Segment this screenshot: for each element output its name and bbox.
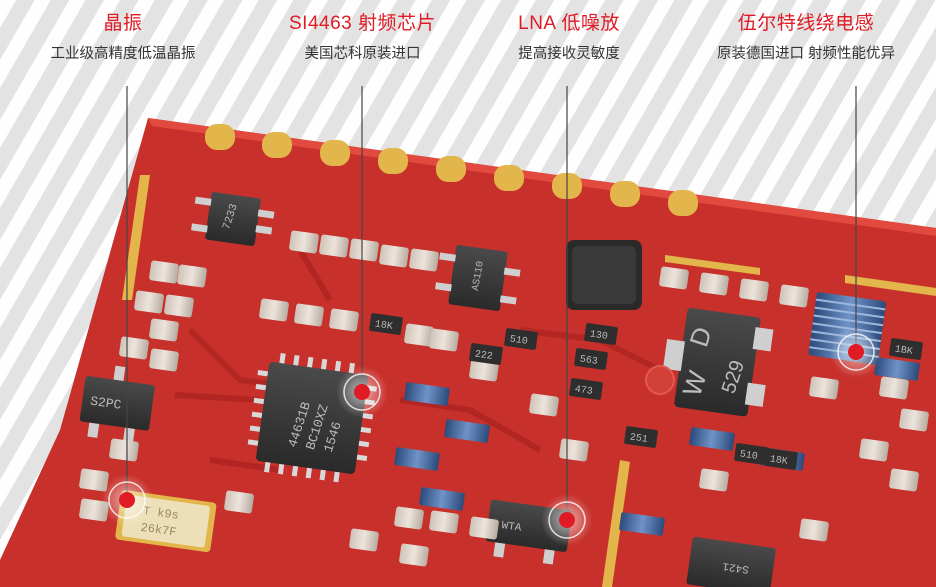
sot-s421-marking: S421 — [722, 559, 750, 575]
sot-s2pc: S2PC — [79, 365, 155, 443]
capacitor — [177, 264, 207, 288]
mounting-pad — [645, 365, 675, 395]
capacitor — [899, 408, 929, 432]
callout-subtitle-lna: 提高接收灵敏度 — [518, 46, 620, 62]
capacitor — [559, 438, 589, 462]
sot-as110: AS110 — [435, 245, 521, 311]
capacitor — [799, 518, 829, 542]
resistor: 130 — [584, 323, 618, 345]
capacitor — [379, 244, 409, 268]
marker-wurth — [830, 326, 882, 378]
capacitor — [319, 234, 349, 258]
callout-title-crystal: 晶振 — [103, 13, 143, 34]
resistor-marking: 251 — [629, 432, 648, 445]
capacitor — [779, 284, 809, 308]
callout-title-wurth-inductor: 伍尔特线绕电感 — [737, 13, 875, 34]
resistor-marking: 18K — [769, 454, 788, 467]
capacitor — [119, 336, 149, 360]
capacitor — [289, 230, 319, 254]
resistor-marking: 1BK — [894, 344, 913, 357]
resistor: 510 — [734, 443, 768, 465]
callout-subtitle-crystal: 工业级高精度低温晶振 — [50, 46, 196, 62]
capacitor — [409, 248, 439, 272]
resistor: 510 — [504, 328, 538, 350]
callout-subtitle-wurth-inductor: 原装德国进口 射频性能优异 — [716, 46, 896, 62]
rf-inductor — [874, 357, 920, 381]
marker-lna — [541, 494, 593, 546]
resistor: 222 — [469, 343, 503, 365]
resistor: 473 — [569, 378, 603, 400]
capacitor — [469, 358, 499, 382]
wd-ic: W D 529 — [662, 308, 774, 417]
capacitor — [149, 260, 179, 284]
resistor: 18K — [369, 313, 403, 335]
capacitor — [809, 376, 839, 400]
capacitor — [529, 393, 559, 417]
traces — [174, 248, 662, 473]
crystal-line-2: 26k7F — [140, 521, 178, 540]
capacitor — [79, 468, 109, 492]
rf-inductor — [619, 512, 665, 536]
capacitor — [294, 303, 324, 327]
callout-subtitle-si4463: 美国芯科原装进口 — [304, 46, 421, 62]
capacitor — [134, 290, 164, 314]
resistor-marking: 222 — [474, 349, 493, 362]
resistor-marking: 510 — [509, 334, 528, 347]
resistor: 251 — [624, 426, 658, 448]
power-inductor — [566, 240, 642, 310]
capacitor — [429, 328, 459, 352]
marker-crystal — [101, 474, 153, 526]
capacitor — [879, 376, 909, 400]
resistor-marking: 510 — [739, 449, 758, 462]
capacitor — [429, 510, 459, 534]
resistor: 1BK — [889, 338, 923, 360]
capacitor — [164, 294, 194, 318]
resistor-marking: 563 — [579, 354, 598, 367]
edge-pads — [205, 124, 698, 216]
capacitor — [149, 348, 179, 372]
capacitor — [739, 278, 769, 302]
capacitor — [109, 438, 139, 462]
capacitor — [399, 543, 429, 567]
sot-s2pc-marking: S2PC — [89, 394, 122, 413]
callout-title-si4463: SI4463 射频芯片 — [289, 13, 436, 34]
resistor: 18K — [764, 448, 798, 470]
capacitor — [394, 506, 424, 530]
marker-si4463 — [336, 366, 388, 418]
rf-inductor — [419, 487, 465, 511]
capacitor — [889, 468, 919, 492]
resistor-marking: 473 — [574, 384, 593, 397]
resistor-marking: 130 — [589, 329, 608, 342]
gold-strips — [122, 175, 936, 587]
capacitor — [349, 528, 379, 552]
rf-inductor — [404, 382, 450, 406]
callout-title-lna: LNA 低噪放 — [518, 13, 620, 34]
capacitor — [149, 318, 179, 342]
capacitor — [404, 323, 434, 347]
capacitor — [659, 266, 689, 290]
capacitor — [699, 272, 729, 296]
resistor-marking: 18K — [374, 319, 393, 332]
capacitor — [859, 438, 889, 462]
lna-marking: WTA — [501, 520, 523, 535]
rf-inductor — [394, 447, 440, 471]
resistor: 563 — [574, 348, 608, 370]
capacitor — [349, 238, 379, 262]
rf-inductor — [444, 419, 490, 443]
sot-as110-marking: AS110 — [471, 260, 487, 291]
rf-inductor — [689, 427, 735, 451]
capacitor — [224, 490, 254, 514]
capacitor — [259, 298, 289, 322]
capacitor — [469, 516, 499, 540]
regulator-chip: 7233 — [191, 192, 275, 246]
leader-lines — [126, 86, 857, 518]
capacitor — [329, 308, 359, 332]
sot-s421: S421 — [686, 536, 776, 587]
resistors: 130 563 473 251 510 222 18K 510 18K 1BK — [369, 313, 923, 470]
capacitor — [699, 468, 729, 492]
